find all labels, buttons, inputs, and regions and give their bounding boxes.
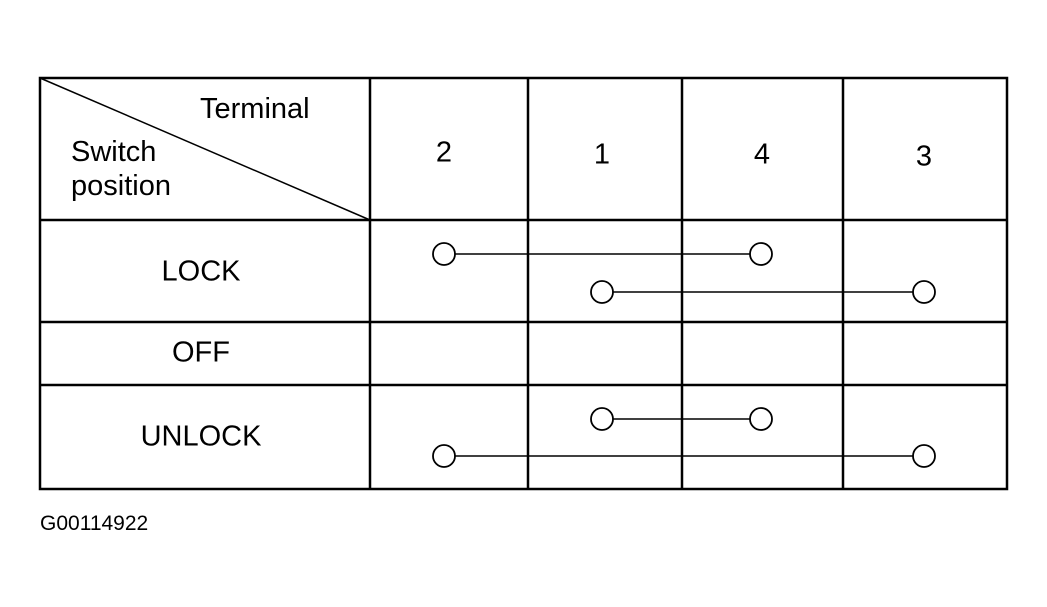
terminal-node-lock-1-3-t3 — [912, 280, 936, 304]
terminal-node-lock-2-4-t4 — [749, 242, 773, 266]
table-border — [38, 76, 1009, 491]
terminal-node-unlock-2-3-t3 — [912, 444, 936, 468]
terminal-node-unlock-1-4-t4 — [749, 407, 773, 431]
terminal-node-lock-1-3-t1 — [590, 280, 614, 304]
figure-code: G00114922 — [40, 512, 149, 535]
terminal-header-1: 1 — [593, 138, 611, 171]
terminal-node-lock-2-4-t2 — [432, 242, 456, 266]
terminal-node-unlock-2-3-t2 — [432, 444, 456, 468]
terminal-header-3: 3 — [915, 140, 933, 173]
corner-diagonal — [39, 77, 371, 221]
position-label-off: OFF — [172, 336, 230, 369]
switch-header-label-line2: position — [71, 170, 171, 202]
position-label-lock: LOCK — [161, 255, 241, 288]
switch-header-label-line1: Switch — [71, 136, 157, 168]
terminal-node-unlock-1-4-t1 — [590, 407, 614, 431]
terminal-header-label: Terminal — [200, 93, 310, 125]
terminal-header-4: 4 — [753, 138, 771, 171]
terminal-header-2: 2 — [435, 136, 453, 169]
position-label-unlock: UNLOCK — [140, 420, 262, 453]
